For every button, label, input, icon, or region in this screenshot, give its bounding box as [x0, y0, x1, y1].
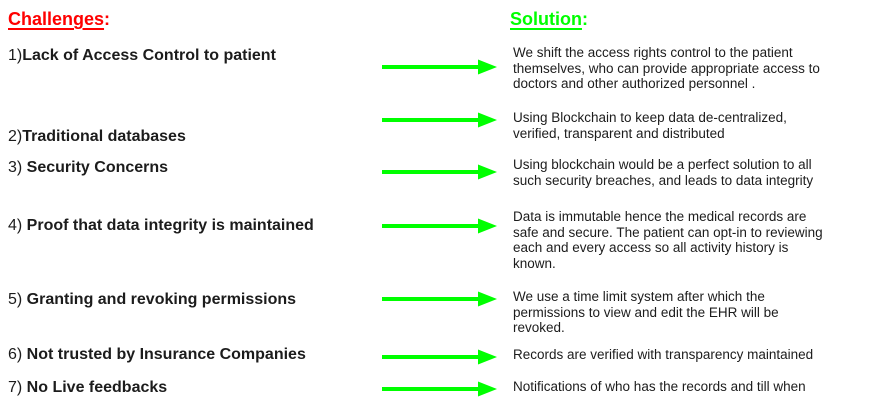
challenge-item-7: 7) No Live feedbacks: [8, 378, 167, 398]
challenge-number: 5): [8, 291, 27, 308]
solution-text-6: Records are verified with transparency m…: [513, 347, 814, 362]
right-arrow-icon: [382, 381, 497, 397]
challenge-label: Lack of Access Control to patient: [22, 47, 276, 64]
challenges-heading: Challenges:: [8, 8, 110, 30]
challenges-heading-word: Challenges: [8, 9, 105, 29]
right-arrow-icon: [382, 164, 497, 180]
challenge-item-3: 3) Security Concerns: [8, 158, 168, 178]
solution-text-4: Data is immutable hence the medical reco…: [513, 209, 823, 271]
challenge-number: 6): [8, 346, 27, 363]
solution-text-1: We shift the access rights control to th…: [513, 45, 820, 91]
challenge-label: Proof that data integrity is maintained: [26, 217, 314, 234]
challenges-heading-colon: :: [104, 9, 111, 29]
solution-heading-word: Solution: [510, 9, 582, 29]
solution-text-5: We use a time limit system after which t…: [513, 289, 779, 335]
solution-text-2: Using Blockchain to keep data de-central…: [513, 110, 787, 141]
challenge-item-5: 5) Granting and revoking permissions: [8, 290, 296, 310]
challenge-label: Traditional databases: [22, 128, 186, 145]
challenge-number: 4): [8, 217, 27, 234]
solution-text-3: Using blockchain would be a perfect solu…: [513, 157, 814, 188]
challenge-label: Granting and revoking permissions: [26, 291, 297, 308]
solution-heading: Solution:: [510, 8, 588, 30]
challenge-number: 3): [8, 159, 27, 176]
challenge-item-6: 6) Not trusted by Insurance Companies: [8, 345, 306, 365]
challenge-label: No Live feedbacks: [26, 379, 168, 396]
right-arrow-icon: [382, 218, 497, 234]
challenge-number: 2): [8, 128, 23, 145]
right-arrow-icon: [382, 349, 497, 365]
challenge-label: Not trusted by Insurance Companies: [26, 346, 306, 363]
solution-heading-colon: :: [581, 9, 588, 29]
challenge-item-1: 1)Lack of Access Control to patient: [8, 46, 276, 66]
right-arrow-icon: [382, 59, 497, 75]
right-arrow-icon: [382, 112, 497, 128]
solution-text-7: Notifications of who has the records and…: [513, 379, 806, 394]
right-arrow-icon: [382, 291, 497, 307]
challenge-label: Security Concerns: [26, 159, 169, 176]
challenge-number: 7): [8, 379, 27, 396]
challenge-number: 1): [8, 47, 23, 64]
challenge-item-2: 2)Traditional databases: [8, 127, 186, 147]
challenge-item-4: 4) Proof that data integrity is maintain…: [8, 216, 314, 236]
